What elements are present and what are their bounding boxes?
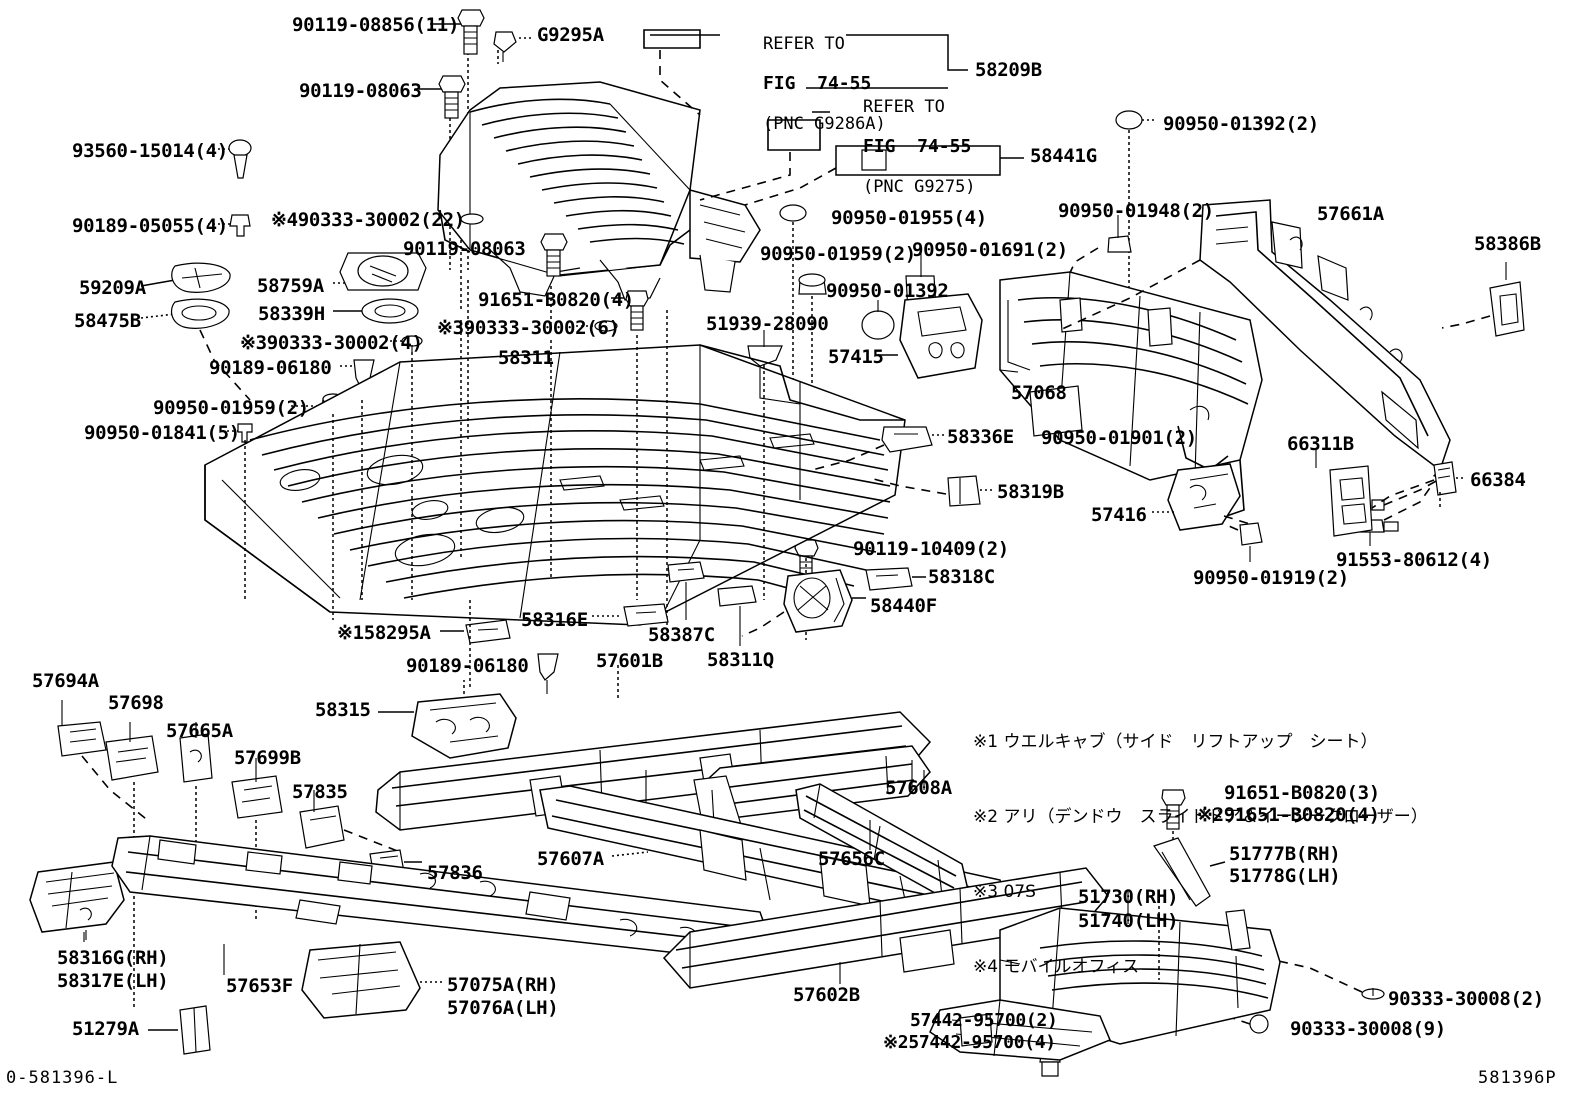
part-label: 58319B xyxy=(997,481,1064,503)
part-label: 58316E xyxy=(521,609,588,631)
part-label: 90333-30008(9) xyxy=(1290,1018,1446,1040)
part-label: 58316G(RH) xyxy=(57,947,169,969)
part-label: 57607A xyxy=(537,848,604,870)
part-label: 58317E(LH) xyxy=(57,970,169,992)
parts-66311b-66384-57416 xyxy=(1152,450,1466,537)
part-label: 90950-01691(2) xyxy=(912,239,1068,261)
part-label: 57661A xyxy=(1317,203,1384,225)
part-label: 57835 xyxy=(292,781,348,803)
part-label: 58386B xyxy=(1474,233,1541,255)
part-label: 66311B xyxy=(1287,433,1354,455)
part-label: 90189-06180 xyxy=(406,655,529,677)
part-57415 xyxy=(878,293,983,379)
part-label: ※390333-30002(4) xyxy=(240,332,423,354)
part-57653f xyxy=(111,835,861,975)
note-line-1: ※1 ウエルキャブ（サイド リフトアップ シート） xyxy=(973,732,1378,752)
part-label: 51279A xyxy=(72,1018,139,1040)
refer2-line-1: REFER TO xyxy=(862,97,945,117)
part-label: 57076A(LH) xyxy=(447,997,559,1019)
part-label: 90950-01392 xyxy=(826,280,949,302)
part-label: 90950-01901(2) xyxy=(1041,427,1197,449)
part-label: 90950-01392(2) xyxy=(1163,113,1319,135)
part-label: 59209A xyxy=(79,277,146,299)
part-label: 58311 xyxy=(498,347,554,369)
part-label: 90950-01948(2) xyxy=(1058,200,1214,222)
refer-to-block-2: REFER TO FIG 74-55 (PNC G9275) xyxy=(822,77,976,217)
refer-line-1: REFER TO xyxy=(762,34,845,54)
part-label: ※490333-30002(22) xyxy=(271,209,465,231)
part-label: 51740(LH) xyxy=(1078,910,1179,932)
part-label: ※257442-95700(4) xyxy=(883,1032,1056,1053)
part-58386b xyxy=(1441,262,1525,337)
part-label: 57836 xyxy=(427,862,483,884)
part-label: 90119-08063 xyxy=(403,238,526,260)
part-label: 90950-01959(2) xyxy=(153,397,309,419)
note-line-2: ※2 アリ（デンドウ スライドドア＆イージークローザー） xyxy=(973,807,1428,827)
part-label: 57656C xyxy=(818,848,885,870)
part-label: 90189-05055(4) xyxy=(72,215,228,237)
part-label: 58441G xyxy=(1030,145,1097,167)
part-label: 57442-95700(2) xyxy=(910,1010,1058,1031)
part-label: 58339H xyxy=(258,303,325,325)
part-label: 58759A xyxy=(257,275,324,297)
part-label: 58387C xyxy=(648,624,715,646)
part-label: 57075A(RH) xyxy=(447,974,559,996)
floor-pan-58311 xyxy=(204,344,906,626)
part-label: 51778G(LH) xyxy=(1229,865,1341,887)
part-label: 58336E xyxy=(947,426,1014,448)
part-label: 57699B xyxy=(234,747,301,769)
part-label: 90950-01955(4) xyxy=(831,207,987,229)
part-label: 58440F xyxy=(870,595,937,617)
part-label: 51730(RH) xyxy=(1078,886,1179,908)
part-label: 90333-30008(2) xyxy=(1388,988,1544,1010)
part-label: 90950-01919(2) xyxy=(1193,567,1349,589)
part-label: 90950-01841(5) xyxy=(84,422,240,444)
part-label: 58475B xyxy=(74,310,141,332)
part-label: 90119-08856(11) xyxy=(292,14,460,36)
footer-right-code: 581396P xyxy=(1478,1068,1557,1088)
part-label: 57665A xyxy=(166,720,233,742)
part-label: ※158295A xyxy=(337,622,431,644)
part-label: 57415 xyxy=(828,346,884,368)
part-label: 58315 xyxy=(315,699,371,721)
note-line-4: ※4 モバイルオフィス xyxy=(973,957,1140,977)
part-label: 66384 xyxy=(1470,469,1526,491)
part-label: 57653F xyxy=(226,975,293,997)
refer-to-block-1: REFER TO FIG 74-55 (PNC G9286A) xyxy=(722,14,886,154)
part-label: 57602B xyxy=(793,984,860,1006)
part-label: ※291651-B0820(4) xyxy=(1197,804,1380,826)
part-label: 51777B(RH) xyxy=(1229,843,1341,865)
part-label: 51939-28090 xyxy=(706,313,829,335)
part-label: 91651-B0820(3) xyxy=(1224,782,1380,804)
footer-left-code: 0-581396-L xyxy=(6,1068,119,1088)
refer-line-2: FIG 74-55 xyxy=(762,73,872,94)
refer2-line-2: FIG 74-55 xyxy=(862,136,972,157)
part-label: 90189-06180 xyxy=(209,357,332,379)
part-label: 91553-80612(4) xyxy=(1336,549,1492,571)
part-label: 57068 xyxy=(1011,382,1067,404)
note-line-3: ※3 07S xyxy=(973,882,1036,902)
part-label: 91651-B0820(4) xyxy=(478,289,634,311)
part-label: 90119-08063 xyxy=(299,80,422,102)
part-label: ※390333-30002(6) xyxy=(437,317,620,339)
refer2-line-3: (PNC G9275) xyxy=(862,177,976,197)
battery-pack-assembly xyxy=(437,81,761,301)
part-label: 57608A xyxy=(885,777,952,799)
notes-block: ※1 ウエルキャブ（サイド リフトアップ シート） ※2 アリ（デンドウ スライ… xyxy=(973,680,1428,1030)
part-label: 93560-15014(4) xyxy=(72,140,228,162)
part-label: 57698 xyxy=(108,692,164,714)
refer-line-3: (PNC G9286A) xyxy=(762,114,886,134)
part-label: 58318C xyxy=(928,566,995,588)
part-label: G9295A xyxy=(537,24,604,46)
part-label: 90119-10409(2) xyxy=(853,538,1009,560)
part-label: 57416 xyxy=(1091,504,1147,526)
part-label: 57601B xyxy=(596,650,663,672)
part-label: 57694A xyxy=(32,670,99,692)
part-label: 58311Q xyxy=(707,649,774,671)
part-label: 58209B xyxy=(975,59,1042,81)
part-label: 90950-01959(2) xyxy=(760,243,916,265)
